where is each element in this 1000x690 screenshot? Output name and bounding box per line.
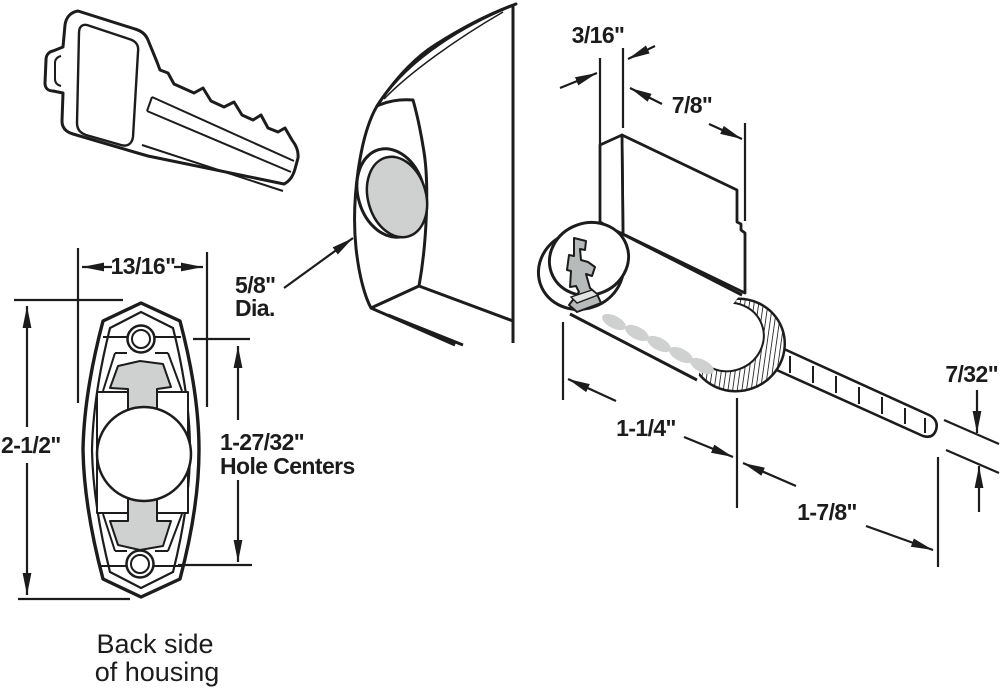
housing-bottom-screw-hole-inner bbox=[130, 554, 150, 574]
housing-back-illustration bbox=[81, 301, 201, 599]
hole-centers-label: Hole Centers bbox=[220, 453, 355, 479]
dim-hole-centers: 1-27/32" Hole Centers bbox=[178, 337, 355, 567]
housing-center-hub bbox=[95, 405, 193, 503]
stile-bottom-rail-lines bbox=[370, 284, 514, 347]
key-blade-grooves bbox=[141, 96, 295, 192]
cylinder-length-label: 1-1/4" bbox=[616, 415, 676, 441]
tailpiece-notch-ticks bbox=[789, 356, 926, 433]
tailpiece-bar bbox=[768, 342, 938, 439]
peeled-corner-flap bbox=[375, 2, 518, 108]
dim-housing-height: 2-1/2" bbox=[1, 298, 130, 601]
pin-chamber-holes bbox=[602, 313, 714, 375]
key-illustration bbox=[43, 9, 300, 192]
tailpiece-width-label: 7/32" bbox=[945, 361, 998, 387]
dim-tailpiece-width: 7/32" bbox=[943, 361, 1000, 512]
key-shoulder-tab-line bbox=[54, 55, 62, 87]
keyway-foot-face bbox=[569, 289, 600, 304]
housing-top-casting bbox=[109, 360, 172, 411]
housing-width-label: 13/16" bbox=[111, 253, 176, 279]
hole-centers-value: 1-27/32" bbox=[220, 429, 304, 455]
caption-line-2: of housing bbox=[95, 657, 220, 687]
cam-thickness-label: 3/16" bbox=[572, 22, 625, 48]
door-stile-illustration bbox=[353, 2, 518, 347]
housing-bottom-casting bbox=[109, 498, 172, 551]
dim-cylinder-length: 1-1/4" bbox=[561, 322, 739, 508]
cam-width-label: 7/8" bbox=[672, 92, 712, 118]
tailpiece-length-label: 1-7/8" bbox=[797, 499, 857, 525]
cylinder-face bbox=[547, 221, 631, 297]
housing-bottom-rib-lines bbox=[101, 513, 183, 567]
cylinder-hole bbox=[365, 155, 429, 239]
caption: Back side of housing bbox=[95, 629, 220, 687]
hole-diameter-value: 5/8" bbox=[235, 272, 275, 298]
dim-housing-width: 13/16" bbox=[76, 248, 209, 407]
hole-diameter-unit: Dia. bbox=[235, 295, 275, 321]
caption-line-1: Back side bbox=[96, 629, 213, 659]
housing-height-label: 2-1/2" bbox=[1, 432, 61, 458]
housing-top-rib-lines bbox=[102, 336, 183, 392]
dim-tailpiece-length: 1-7/8" bbox=[742, 457, 940, 567]
dim-hole-diameter: 5/8" Dia. bbox=[235, 237, 354, 321]
cam-blade-front bbox=[620, 133, 747, 295]
cam-blade-side bbox=[598, 133, 625, 236]
cylinder-illustration bbox=[536, 133, 938, 439]
flap-vein-line bbox=[383, 11, 504, 100]
housing-top-screw-hole-inner bbox=[131, 329, 151, 349]
key-head-inner-line bbox=[75, 23, 140, 147]
dimension-annotations: 13/16" 2-1/2" 1-27/32" Hole Centers 5/8"… bbox=[1, 22, 1000, 601]
dim-cam-width: 7/8" bbox=[629, 87, 747, 221]
dim-cam-thickness: 3/16" bbox=[559, 22, 656, 145]
